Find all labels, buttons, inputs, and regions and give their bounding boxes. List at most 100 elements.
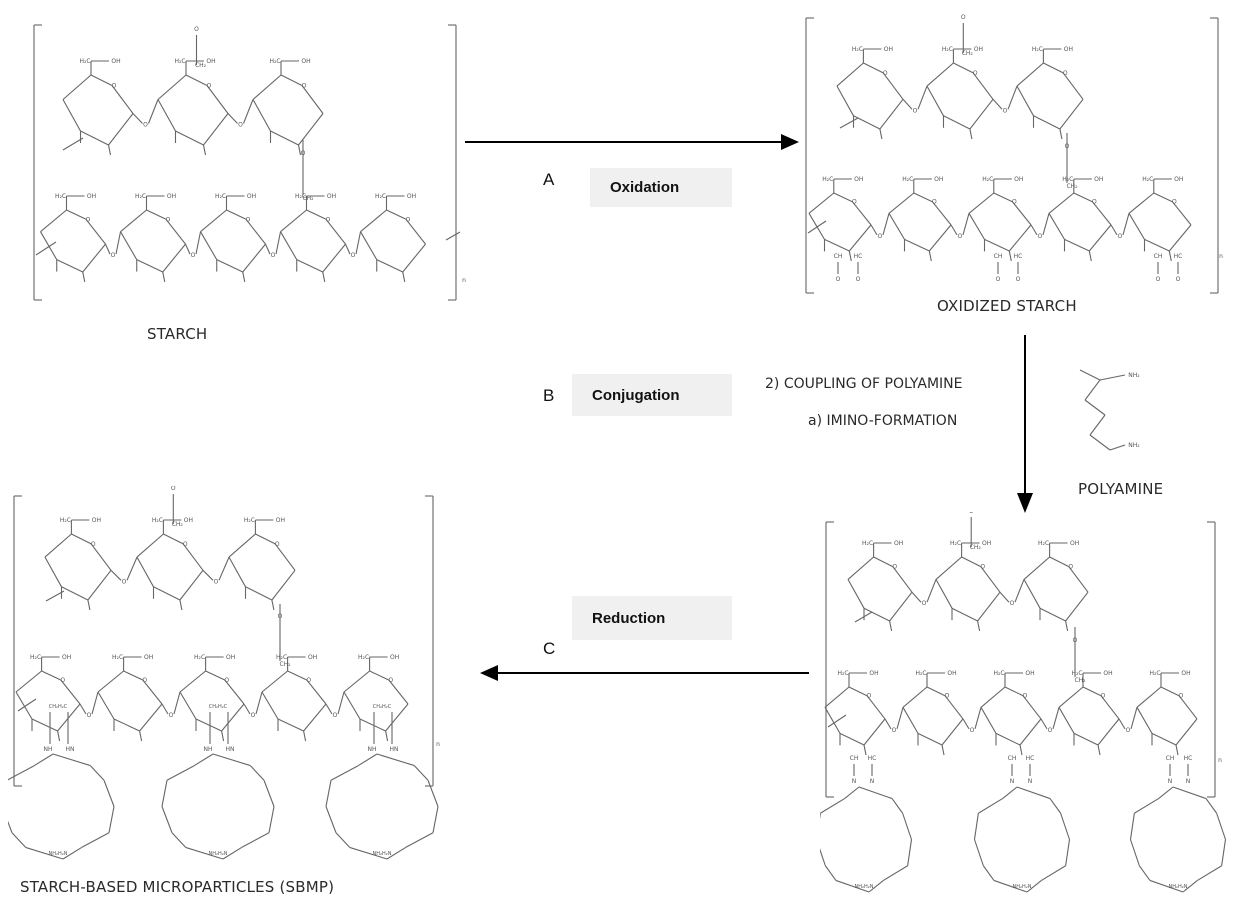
ring-bond: [941, 718, 964, 746]
oh-label: OH: [276, 517, 285, 524]
macrocycle-bond: [427, 780, 439, 807]
ring-bond: [847, 579, 865, 609]
ring-oxygen-label: O: [1092, 199, 1097, 206]
macrocycle-bond: [171, 832, 187, 848]
macrocycle-amine-label: NH₂H₂N: [1168, 884, 1187, 890]
chain-end-bond: [827, 714, 847, 728]
macrocycle-bond: [1138, 865, 1151, 881]
ring-bond: [1033, 115, 1061, 130]
ring-bond: [405, 218, 426, 245]
aldehyde-hc-label: HC: [1014, 253, 1023, 260]
imine-ch-label: CH: [1008, 755, 1017, 762]
oh-label: OH: [407, 193, 416, 200]
macrocycle-bond: [978, 798, 1003, 814]
ring-oxygen-label: O: [207, 83, 212, 90]
glycosidic-bond: [275, 231, 282, 255]
amine-nh-label: NH: [44, 746, 53, 753]
ring-bond: [1091, 201, 1112, 226]
substituent-bond: [162, 271, 166, 283]
ring-bond: [808, 213, 825, 240]
repeat-subscript: n: [1219, 253, 1223, 260]
ring-bond: [120, 209, 147, 233]
glycosidic-bond: [227, 113, 238, 124]
ring-bond: [162, 243, 186, 273]
ring-bond: [179, 691, 197, 720]
ring-bond: [944, 695, 964, 720]
ring-bond: [206, 85, 229, 114]
ring-oxygen-label: O: [1063, 70, 1068, 77]
substituent-bond: [87, 599, 91, 611]
oxidized-starch-label: OXIDIZED STARCH: [937, 297, 1077, 315]
ring-bond: [306, 679, 327, 705]
glycosidic-bond: [161, 703, 169, 715]
macrocycle-amine-label: NH₂H₂N: [48, 851, 67, 857]
macrocycle-bond: [263, 780, 275, 807]
macrocycle-bond: [1060, 813, 1071, 840]
aldehyde-ch-label: CH: [834, 253, 843, 260]
ring-bond: [111, 85, 134, 114]
ring-bond: [40, 209, 67, 233]
ring-bond: [892, 566, 913, 593]
macrocycle-bond: [1002, 786, 1018, 800]
ring-bond: [280, 231, 298, 260]
ring-oxygen-label: O: [60, 677, 65, 684]
ring-bond: [1068, 566, 1089, 593]
oh-label: OH: [1064, 46, 1073, 53]
polyamine-label: POLYAMINE: [1078, 480, 1164, 498]
ring-oxygen-label: O: [1172, 199, 1177, 206]
oh-label: OH: [247, 193, 256, 200]
ring-bond: [904, 238, 930, 252]
oh-label: OH: [1025, 670, 1034, 677]
macrocycle-bond: [52, 753, 91, 767]
ring-bond: [836, 62, 864, 87]
substituent-bond: [322, 271, 326, 283]
macrocycle-bond: [349, 846, 388, 860]
starch-label: STARCH: [147, 325, 208, 343]
macrocycle-bond: [185, 846, 224, 860]
imine-hc-label: HC: [1184, 755, 1193, 762]
substituent-bond: [107, 144, 112, 156]
macrocycle-bond: [34, 753, 54, 767]
ring-bond: [1128, 213, 1145, 240]
imine-intermediate-structure-drawing: nOCH₂OH₂COHOH₂COHOH₂COHOOOCH₂OH₂COHOH₂CO…: [820, 512, 1227, 893]
macrocycle-bond: [835, 879, 870, 893]
ring-bond: [71, 533, 92, 545]
ring-bond: [824, 686, 850, 708]
polyamine-bond: [1109, 444, 1126, 451]
ring-bond: [388, 679, 409, 705]
ring-oxygen-label: O: [867, 693, 872, 700]
ring-bond: [917, 732, 943, 746]
imine-n-label: N: [1010, 778, 1015, 785]
macrocycle-amine-label: NH₂H₂N: [208, 851, 227, 857]
ring-bond: [296, 259, 323, 273]
ring-bond: [97, 691, 115, 720]
ring-bond: [142, 679, 163, 705]
ring-bond: [943, 115, 971, 130]
ring-bond: [968, 192, 995, 214]
h2c-label: H₂C: [902, 176, 913, 183]
ring-bond: [203, 113, 229, 146]
substituent-bond: [82, 271, 86, 283]
oh-label: OH: [1094, 176, 1103, 183]
ring-bond: [343, 691, 361, 720]
glycosidic-oxygen-label: O: [87, 712, 92, 719]
ring-bond: [287, 670, 308, 681]
glycosidic-bond: [173, 691, 181, 715]
ring-bond: [928, 224, 952, 252]
macrocycle-amine-label: NH₂H₂N: [854, 884, 873, 890]
ring-oxygen-label: O: [306, 677, 311, 684]
ring-bond: [61, 586, 89, 601]
glycosidic-bond: [1007, 85, 1018, 110]
aldehyde-hc-label: HC: [854, 253, 863, 260]
substituent-bond: [402, 271, 406, 283]
glycosidic-bond: [1122, 213, 1130, 236]
glycosidic-bond: [104, 243, 111, 255]
ring-bond: [980, 707, 997, 734]
macrocycle-bond: [1134, 798, 1159, 814]
ring-oxygen-label: O: [883, 70, 888, 77]
macrocycle-bond: [325, 806, 337, 833]
macrocycle-bond: [1172, 786, 1207, 800]
